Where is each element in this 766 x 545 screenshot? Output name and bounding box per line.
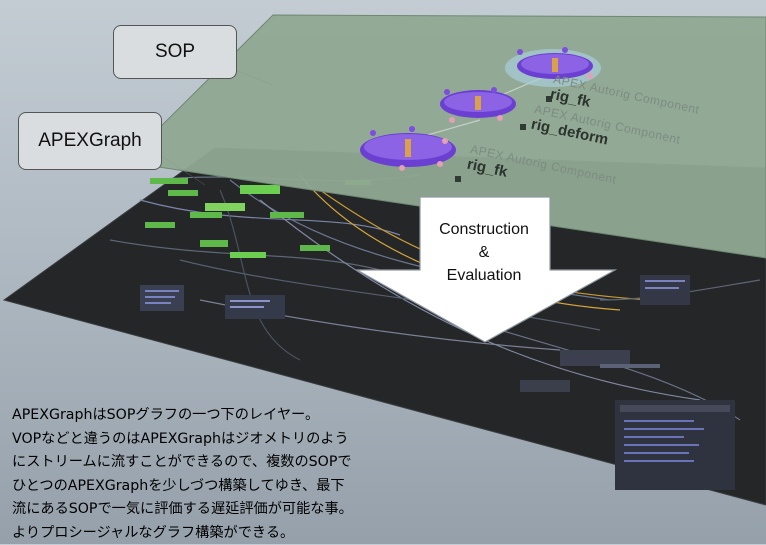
description-line: 流にあるSOPで一気に評価する遅延評価が可能な事。 bbox=[12, 498, 482, 522]
description-line: よりプロシージャルなグラフ構築ができる。 bbox=[12, 522, 482, 545]
description-line: VOPなどと違うのはAPEXGraphはジオメトリのよう bbox=[12, 428, 482, 452]
arrow-label: Construction & Evaluation bbox=[418, 218, 550, 287]
arrow-label-line2: & bbox=[418, 241, 550, 264]
arrow-label-line1: Construction bbox=[418, 218, 550, 241]
description-line: にストリームに流すことができるので、複数のSOPで bbox=[12, 451, 482, 475]
arrow-label-line3: Evaluation bbox=[418, 264, 550, 287]
description-line: ひとつのAPEXGraphを少しづつ構築してゆき、最下 bbox=[12, 475, 482, 499]
description-text: APEXGraphはSOPグラフの一つ下のレイヤー。 VOPなどと違うのはAPE… bbox=[12, 404, 482, 545]
callout-sop: SOP bbox=[113, 25, 237, 79]
description-line: APEXGraphはSOPグラフの一つ下のレイヤー。 bbox=[12, 404, 482, 428]
callout-apexgraph: APEXGraph bbox=[18, 112, 162, 170]
